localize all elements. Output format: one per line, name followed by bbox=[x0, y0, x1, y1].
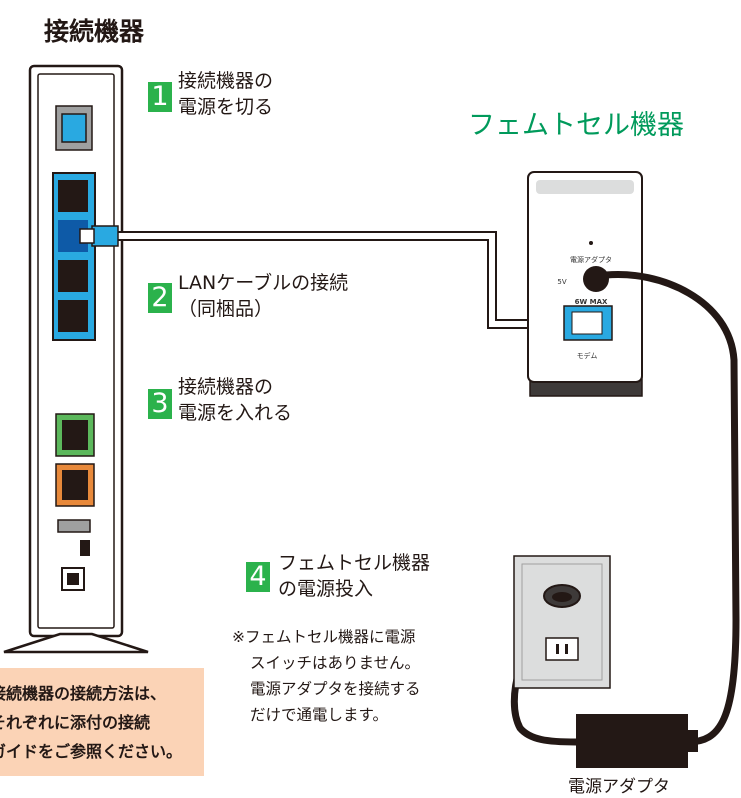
max-6w-label: 6W MAX bbox=[575, 298, 608, 306]
step-1-badge: 1 bbox=[148, 82, 172, 112]
adapter-label: 電源アダプタ bbox=[568, 777, 670, 797]
step-4-text: フェムトセル機器 の電源投入 bbox=[278, 550, 430, 602]
wall-outlet bbox=[513, 555, 611, 689]
ac-adapter bbox=[576, 714, 698, 768]
power-note: ※フェムトセル機器に電源 スイッチはありません。 電源アダプタを接続する だけで… bbox=[232, 624, 421, 728]
note-line4: だけで通電します。 bbox=[250, 706, 388, 724]
step-2-line1: LANケーブルの接続 bbox=[178, 272, 349, 294]
step-3-line1: 接続機器の bbox=[178, 376, 274, 398]
note-line1: ※フェムトセル機器に電源 bbox=[232, 628, 416, 646]
callout-line2: それぞれに添付の接続 bbox=[0, 713, 151, 732]
power-adapter-port-label: 電源アダプタ bbox=[570, 255, 612, 264]
callout-box: 接続機器の接続方法は、 それぞれに添付の接続 ガイドをご参照ください。 bbox=[0, 668, 204, 776]
note-line3: 電源アダプタを接続する bbox=[250, 680, 421, 698]
callout-line3: ガイドをご参照ください。 bbox=[0, 742, 183, 761]
step-2-text: LANケーブルの接続 （同梱品） bbox=[178, 270, 348, 322]
step-1-text: 接続機器の 電源を切る bbox=[178, 68, 273, 120]
step-3-badge: 3 bbox=[148, 389, 172, 419]
step-1-line2: 電源を切る bbox=[178, 96, 274, 118]
femtocell-device: 電源アダプタ 5V 6W MAX モデム bbox=[527, 171, 643, 397]
femtocell-title: フェムトセル機器 bbox=[468, 110, 684, 141]
page-title: 接続機器 bbox=[44, 17, 145, 46]
callout-line1: 接続機器の接続方法は、 bbox=[0, 684, 167, 703]
callout-text: 接続機器の接続方法は、 それぞれに添付の接続 ガイドをご参照ください。 bbox=[0, 679, 182, 766]
step-4-line1: フェムトセル機器 bbox=[278, 552, 431, 574]
dc-5v-label: 5V bbox=[557, 278, 566, 286]
step-2-line2: （同梱品） bbox=[178, 298, 274, 320]
step-3-text: 接続機器の 電源を入れる bbox=[178, 374, 292, 426]
step-3-line2: 電源を入れる bbox=[178, 402, 293, 424]
step-1-line1: 接続機器の bbox=[178, 70, 274, 92]
step-2-badge: 2 bbox=[148, 283, 172, 313]
note-line2: スイッチはありません。 bbox=[250, 654, 421, 672]
modem-label: モデム bbox=[577, 351, 598, 360]
step-4-badge: 4 bbox=[246, 562, 270, 592]
router bbox=[3, 64, 149, 654]
step-4-line2: の電源投入 bbox=[278, 578, 374, 600]
